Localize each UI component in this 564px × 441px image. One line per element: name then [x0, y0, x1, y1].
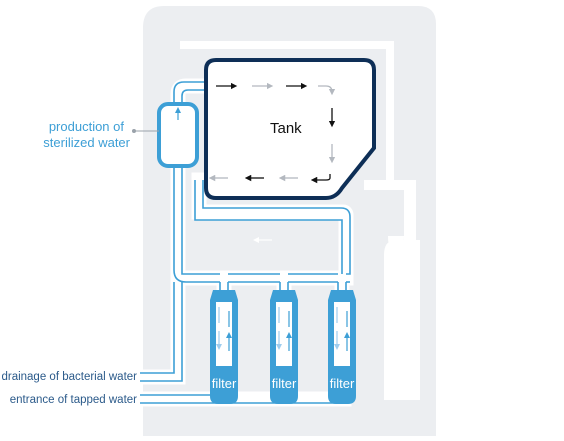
- pipe-flow-arrows: [156, 183, 349, 402]
- sterilizer-label-line2: sterilized water: [43, 135, 130, 150]
- tank-circulation-arrows: [208, 82, 336, 184]
- entrance-label: entrance of tapped water: [10, 394, 137, 406]
- tank-label: Tank: [270, 120, 302, 137]
- filter-3: filter: [328, 290, 356, 404]
- filter-1: filter: [210, 290, 238, 404]
- filter-2-label: filter: [272, 376, 297, 391]
- filter-2: filter: [270, 290, 298, 404]
- filter-1-label: filter: [212, 376, 237, 391]
- filter-3-label: filter: [330, 376, 355, 391]
- tank-lid-frame: [180, 41, 394, 180]
- faucet-base: [384, 240, 420, 400]
- sterilizer-unit: [157, 102, 199, 168]
- sterilizer-callout: production of sterilized water: [43, 119, 159, 150]
- sterilizer-label-line1: production of: [49, 119, 125, 134]
- drainage-label: drainage of bacterial water: [1, 371, 137, 383]
